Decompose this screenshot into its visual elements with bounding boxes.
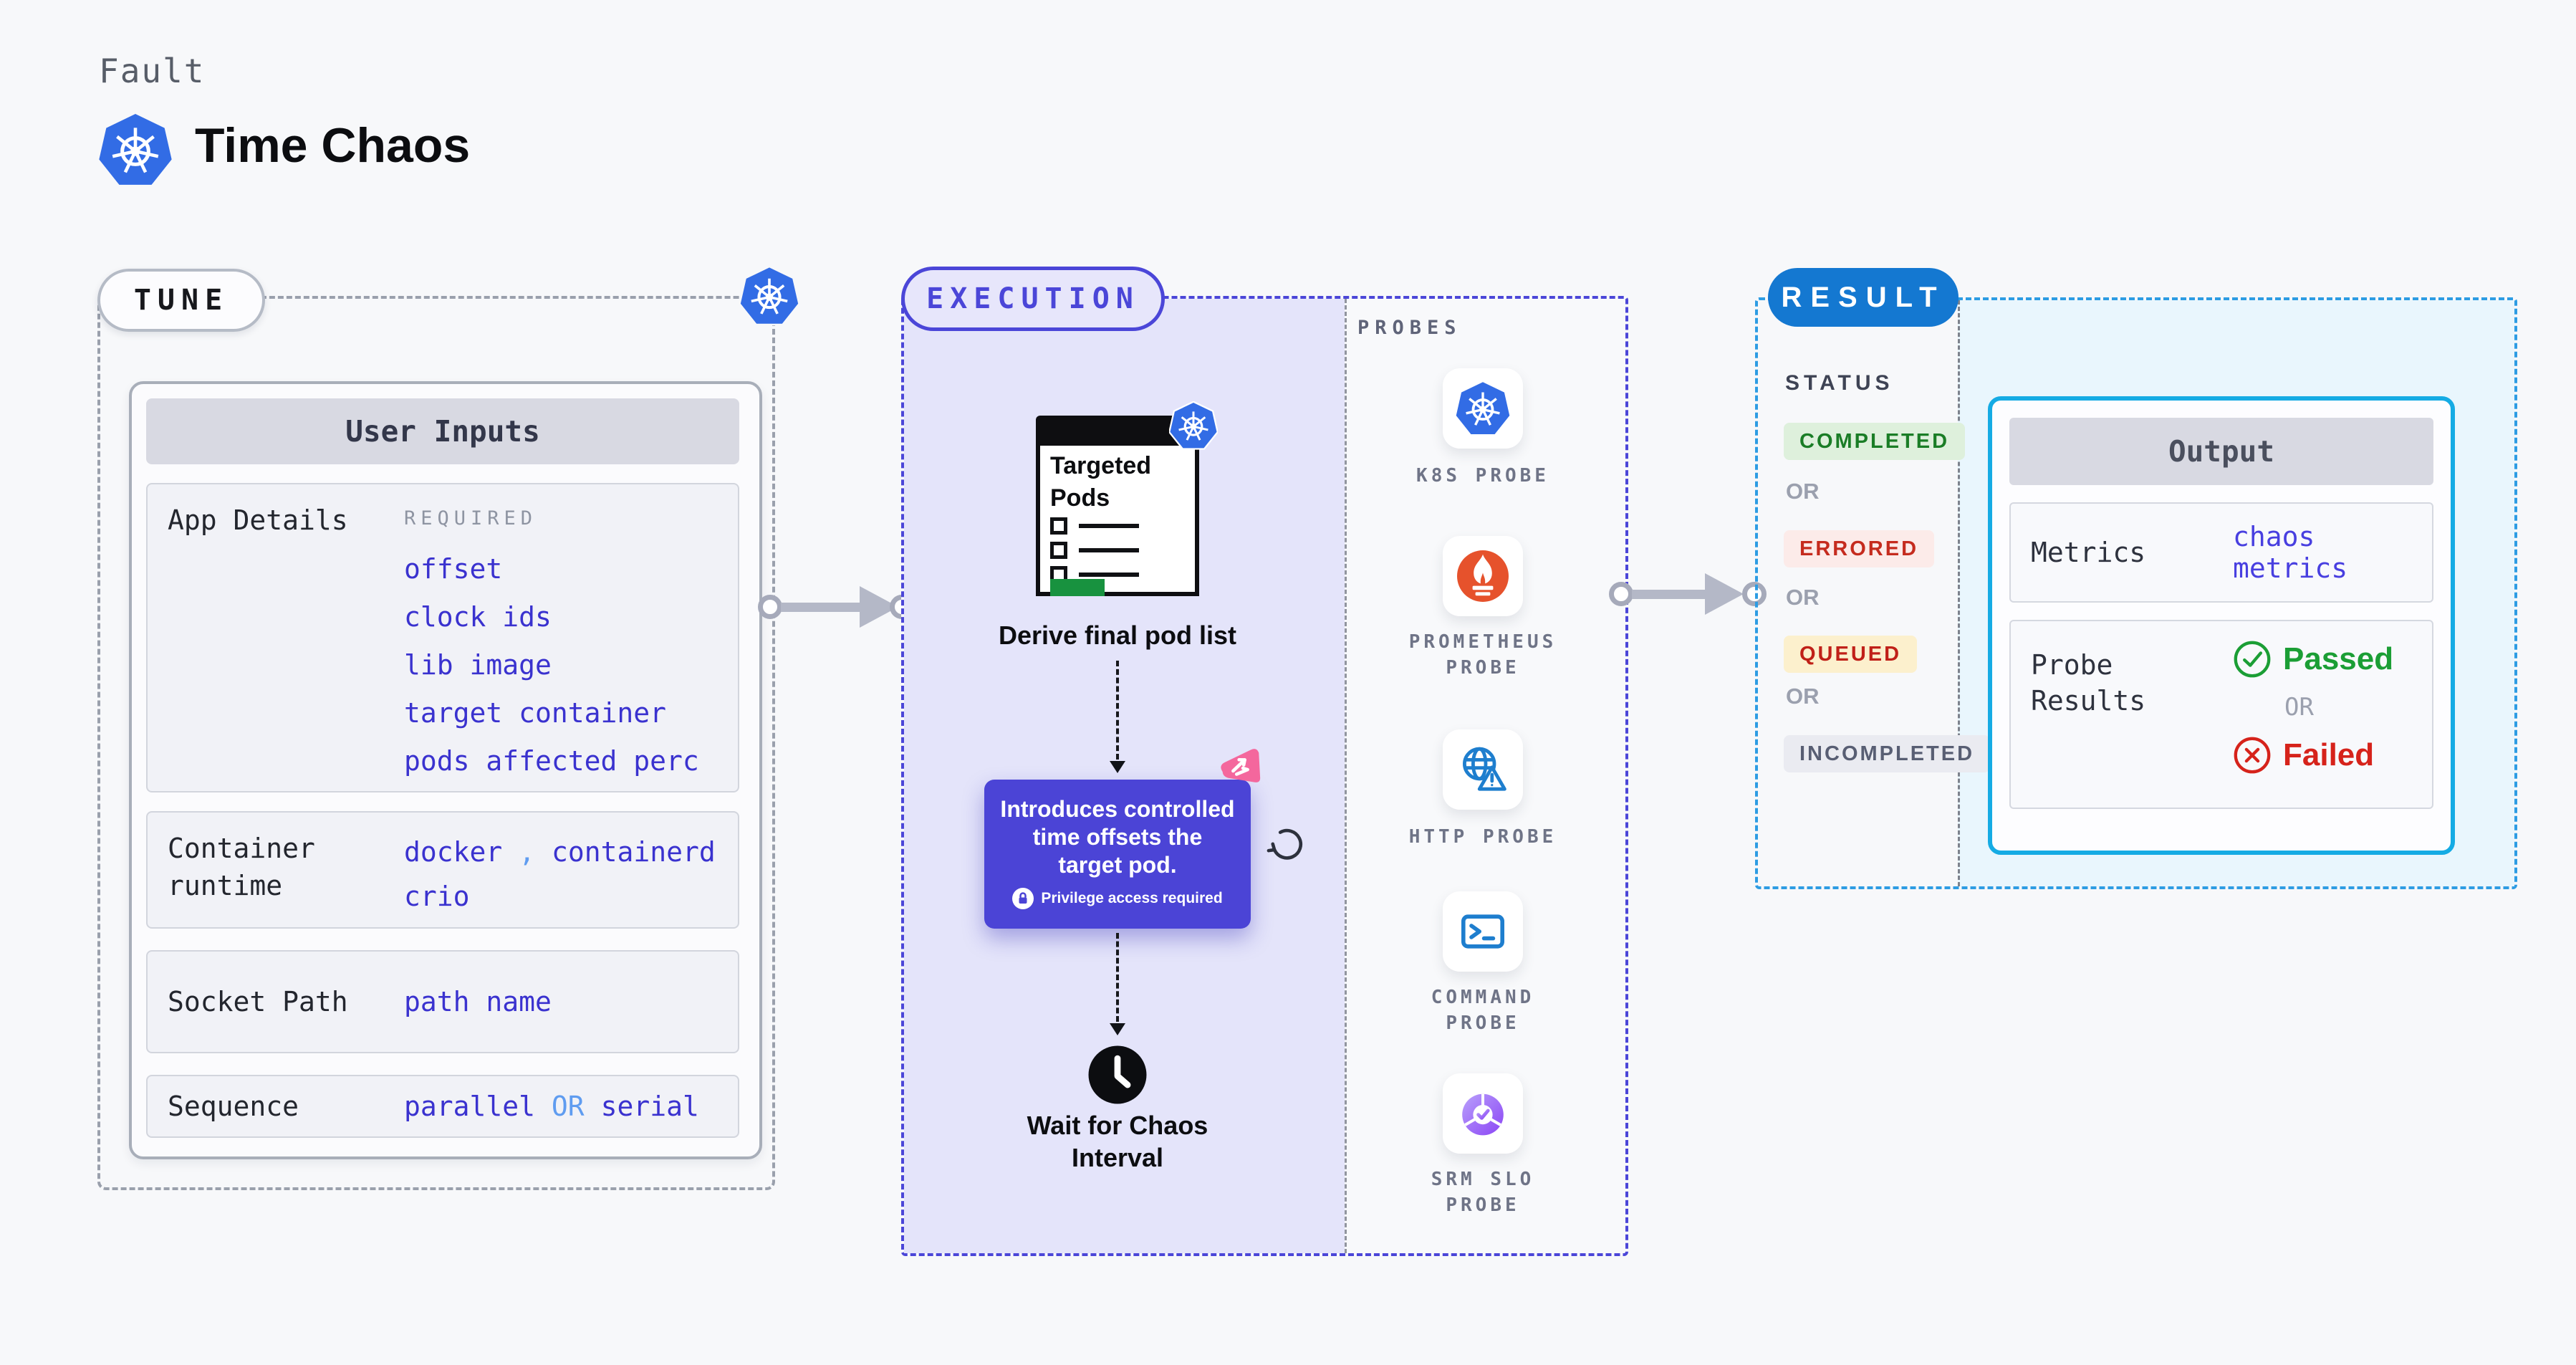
probe-results-label: Probe Results <box>2031 649 2146 717</box>
progress-bar <box>1050 579 1105 596</box>
probe-results-row: Probe Results Passed OR Fai <box>2009 620 2433 809</box>
container-runtime-row: Container runtime docker , containerd cr… <box>146 811 739 929</box>
lock-icon <box>1012 888 1034 909</box>
tune-badge: TUNE <box>97 269 265 332</box>
probe-card-srm-slo <box>1443 1073 1523 1154</box>
page-title: Time Chaos <box>195 118 471 173</box>
connector-dotted-1 <box>1116 661 1119 760</box>
value-lib-image: lib image <box>404 649 552 681</box>
probe-card-k8s <box>1443 368 1523 449</box>
status-or-3: OR <box>1786 684 1820 709</box>
tune-panel <box>97 296 775 1190</box>
user-inputs-title: User Inputs <box>146 398 739 464</box>
container-runtime-values-1: docker , containerd <box>404 836 716 868</box>
socket-path-value: path name <box>404 986 552 1017</box>
sequence-value: parallel OR serial <box>404 1091 699 1122</box>
retry-loop-icon <box>1264 824 1305 866</box>
socket-path-label: Socket Path <box>168 986 348 1017</box>
metrics-value: chaos metrics <box>2233 521 2348 584</box>
tune-to-execution-arrow-icon <box>758 582 914 632</box>
probe-card-prometheus <box>1443 536 1523 616</box>
output-card: Output Metrics chaos metrics Probe Resul… <box>1988 396 2455 855</box>
chaos-sticker-icon <box>1214 743 1267 795</box>
connector-arrowhead-1 <box>1110 761 1125 773</box>
targeted-pods-title: Targeted Pods <box>1050 452 1152 512</box>
socket-path-row: Socket Path path name <box>146 950 739 1053</box>
probe-card-http <box>1443 729 1523 810</box>
app-details-row: App Details REQUIRED offset clock ids li… <box>146 483 739 792</box>
value-separator: , <box>519 836 536 868</box>
status-heading: STATUS <box>1785 371 1894 395</box>
passed-result: Passed <box>2233 640 2393 679</box>
http-probe-icon <box>1462 747 1506 791</box>
step1-caption: Derive final pod list <box>998 621 1237 650</box>
connector-dotted-2 <box>1116 933 1119 1022</box>
value-target-container: target container <box>404 697 667 729</box>
probe-card-command <box>1443 891 1523 972</box>
probe-label-http: HTTP PROBE <box>1408 826 1557 848</box>
k8s-probe-icon <box>1456 382 1510 434</box>
step2-caption: Wait for Chaos Interval <box>1027 1111 1208 1172</box>
app-details-label: App Details <box>168 504 348 536</box>
x-circle-icon <box>2234 737 2271 774</box>
output-title: Output <box>2009 418 2433 485</box>
prometheus-probe-icon <box>1457 550 1509 602</box>
container-runtime-values-2: crio <box>404 881 470 912</box>
probes-heading: PROBES <box>1357 317 1462 339</box>
privilege-note: Privilege access required <box>984 888 1251 909</box>
pod-list-item <box>1050 517 1139 535</box>
status-or-1: OR <box>1786 479 1820 504</box>
fault-kicker: Fault <box>99 52 206 90</box>
clock-icon <box>1086 1043 1149 1106</box>
status-or-2: OR <box>1786 585 1820 610</box>
status-badge-completed: COMPLETED <box>1784 423 1966 460</box>
probe-label-k8s: K8S PROBE <box>1416 465 1549 487</box>
sequence-row: Sequence parallel OR serial <box>146 1075 739 1138</box>
status-badge-errored: ERRORED <box>1784 530 1935 567</box>
result-badge: RESULT <box>1768 268 1959 327</box>
failed-result: Failed <box>2233 736 2393 775</box>
chaos-tooltip: Introduces controlled time offsets the t… <box>984 780 1251 929</box>
value-pods-affected-perc: pods affected perc <box>404 745 699 777</box>
status-badge-queued: QUEUED <box>1784 636 1918 673</box>
container-runtime-label: Container runtime <box>168 833 315 901</box>
kubernetes-badge-icon <box>1169 401 1218 450</box>
sequence-label: Sequence <box>168 1091 299 1122</box>
check-circle-icon <box>2234 641 2271 678</box>
targeted-pods-illustration: Targeted Pods <box>1036 401 1218 596</box>
pod-list-item <box>1050 542 1139 559</box>
required-tag: REQUIRED <box>404 507 538 530</box>
status-badge-incompleted: INCOMPLETED <box>1784 735 1991 772</box>
command-probe-icon <box>1461 914 1504 949</box>
metrics-row: Metrics chaos metrics <box>2009 502 2433 603</box>
tooltip-text: Introduces controlled time offsets the t… <box>1000 796 1235 878</box>
execution-to-result-arrow-icon <box>1609 569 1767 619</box>
result-or: OR <box>2284 693 2314 722</box>
kubernetes-corner-icon <box>739 266 799 326</box>
status-output-divider <box>1958 300 1960 886</box>
connector-arrowhead-2 <box>1110 1023 1125 1035</box>
execution-badge: EXECUTION <box>901 267 1165 331</box>
srm-slo-probe-icon <box>1462 1093 1504 1136</box>
metrics-label: Metrics <box>2031 537 2146 568</box>
value-offset: offset <box>404 553 503 585</box>
value-clock-ids: clock ids <box>404 601 552 633</box>
probes-divider <box>1345 299 1347 1253</box>
kubernetes-logo-icon <box>97 112 173 188</box>
